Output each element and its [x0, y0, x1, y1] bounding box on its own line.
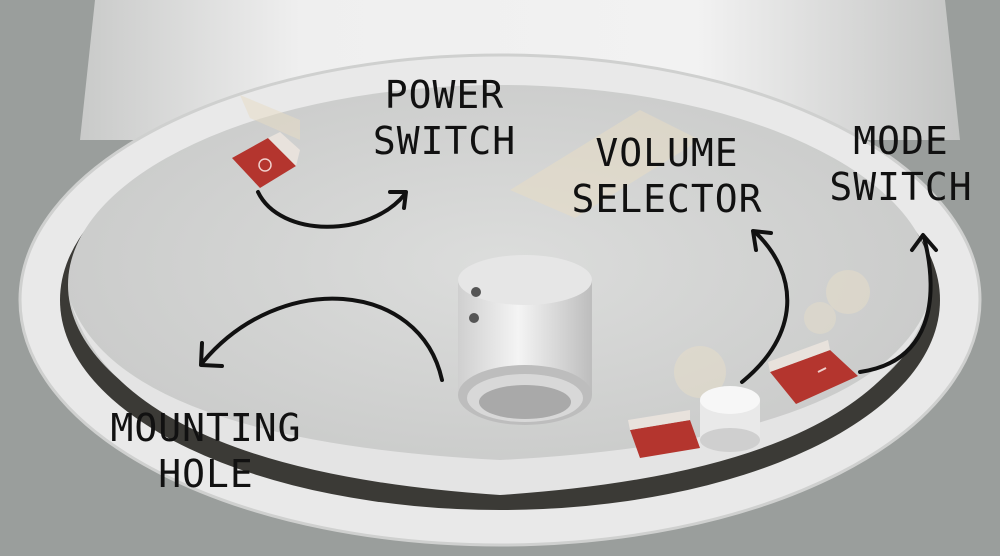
volume-selector-label-line2: SELECTOR [571, 177, 763, 221]
mounting-hole-label-line1: MOUNTING [110, 406, 302, 450]
volume-arrow-head [751, 229, 773, 252]
extra-switch-part [628, 410, 700, 458]
mounting-hole-label-line2: HOLE [158, 452, 254, 496]
power-switch-label-line2: SWITCH [372, 119, 517, 163]
mounting-arrow-head [199, 341, 224, 368]
power-arrow [256, 190, 407, 229]
volume-selector-label: VOLUME SELECTOR [562, 130, 772, 222]
volume-selector-label-line1: VOLUME [595, 131, 739, 175]
power-switch-part [232, 132, 300, 188]
power-arrow-head [388, 190, 408, 210]
mounting-arrow [201, 296, 444, 382]
mode-switch-label-line1: MODE [853, 119, 949, 163]
mode-arrow [858, 235, 933, 374]
mode-switch-label-line2: SWITCH [829, 165, 973, 209]
volume-arrow [740, 230, 790, 384]
mounting-hole-label: MOUNTING HOLE [76, 405, 336, 497]
pcb-trace [510, 110, 700, 218]
mode-switch-label: MODE SWITCH [806, 118, 996, 210]
mounting-cylinder [458, 255, 592, 425]
volume-knob-part [700, 386, 760, 452]
mode-arrow-head [910, 233, 938, 252]
mode-switch-part [768, 340, 858, 404]
power-switch-label: POWER SWITCH [352, 72, 537, 164]
power-switch-label-line1: POWER [384, 73, 505, 117]
